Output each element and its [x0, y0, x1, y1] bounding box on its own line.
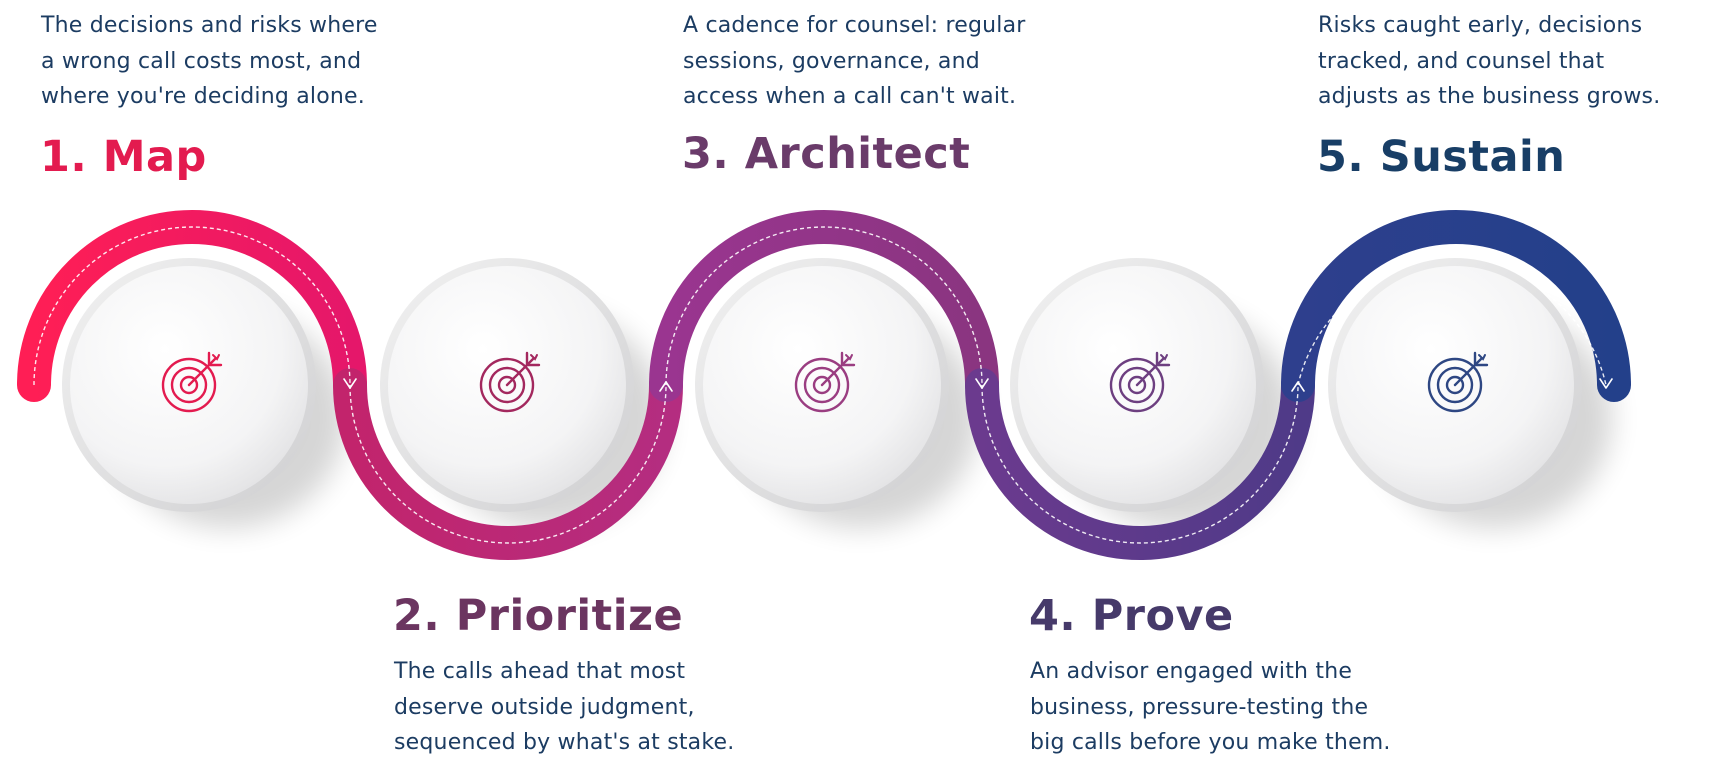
arrowhead-up-4 — [1291, 381, 1305, 392]
description-line: access when a call can't wait. — [683, 84, 1017, 109]
track-arrowheads — [343, 378, 1613, 392]
step-description: A cadence for counsel: regular sessions,… — [683, 8, 1026, 115]
step-title: 2. Prioritize — [393, 591, 684, 641]
step-description: The decisions and risks where a wrong ca… — [41, 8, 378, 115]
description-line: Risks caught early, decisions — [1318, 13, 1643, 38]
description-line: business, pressure-testing the — [1030, 694, 1369, 720]
description-line: deserve outside judgment, — [394, 694, 695, 720]
description-line: adjusts as the business grows. — [1318, 84, 1661, 109]
arrowhead-down-3 — [975, 378, 989, 389]
step-description: Risks caught early, decisions tracked, a… — [1318, 8, 1660, 115]
step-title: 3. Architect — [682, 129, 971, 179]
description-line: An advisor engaged with the — [1030, 659, 1353, 684]
target-arrow-icon — [161, 351, 223, 413]
step-description: The calls ahead that most deserve outsid… — [394, 654, 734, 761]
step-title: 1. Map — [40, 132, 207, 182]
target-arrow-icon — [1109, 351, 1171, 413]
description-line: big calls before you make them. — [1030, 730, 1391, 755]
arrowhead-down-1 — [343, 378, 357, 389]
step-title: 5. Sustain — [1317, 132, 1566, 182]
dash-line-4 — [981, 384, 1299, 544]
description-line: sequenced by what's at stake. — [394, 730, 735, 755]
dash-line-2 — [349, 384, 667, 544]
track-arc-5 — [1281, 210, 1631, 402]
description-line: A cadence for counsel: regular — [683, 13, 1026, 38]
description-line: tracked, and counsel that — [1318, 48, 1605, 74]
arrowhead-up-2 — [659, 381, 673, 392]
step-title: 4. Prove — [1029, 591, 1234, 641]
target-arrow-icon — [479, 351, 541, 413]
description-line: where you're deciding alone. — [41, 84, 365, 109]
target-arrow-icon — [1427, 351, 1489, 413]
description-line: sessions, governance, and — [683, 48, 980, 74]
step-description: An advisor engaged with the business, pr… — [1030, 654, 1391, 761]
description-line: a wrong call costs most, and — [41, 48, 362, 74]
description-line: The decisions and risks where — [41, 13, 378, 38]
dash-line-1 — [33, 226, 351, 386]
arrowhead-down-5 — [1599, 378, 1613, 389]
description-line: The calls ahead that most — [394, 659, 686, 684]
dash-line-3 — [665, 226, 983, 386]
target-arrow-icon — [794, 351, 856, 413]
